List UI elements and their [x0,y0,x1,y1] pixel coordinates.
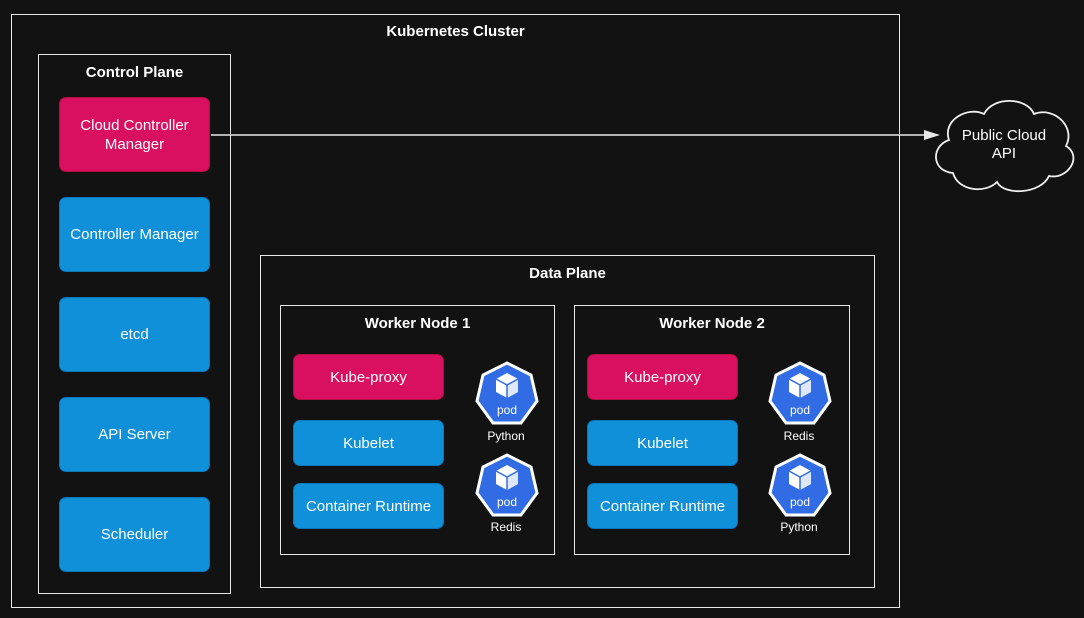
pod-label-python: Python [487,429,525,443]
arrow-head [924,130,940,140]
data-plane-frame: Data Plane [260,255,875,588]
kubernetes-cluster-title: Kubernetes Cluster [386,23,525,40]
worker-node-1-container-runtime-box[interactable]: Container Runtime [293,483,444,529]
pod-icon[interactable]: pod [768,453,832,523]
api-server-box[interactable]: API Server [59,397,210,472]
pod-label-python: Python [780,520,818,534]
pod-label-redis: Redis [783,429,815,443]
pod-icon-text: pod [497,495,517,509]
pod-icon[interactable]: pod [475,453,539,523]
worker-node-2-title: Worker Node 2 [659,315,765,332]
control-plane-title: Control Plane [85,64,184,81]
pod-icon[interactable]: pod [475,361,539,431]
cloud-shape [935,100,1075,193]
worker-node-1-kubelet-box[interactable]: Kubelet [293,420,444,466]
pod-icon-text: pod [497,403,517,417]
worker-node-2-kubelet-box[interactable]: Kubelet [587,420,738,466]
scheduler-box[interactable]: Scheduler [59,497,210,572]
pod-icon-text: pod [790,403,810,417]
controller-manager-box[interactable]: Controller Manager [59,197,210,272]
worker-node-2-frame: Worker Node 2 [574,305,850,555]
pod-label-redis: Redis [490,520,522,534]
kubernetes-cluster-frame: Kubernetes Cluster [11,14,900,608]
pod-icon-text: pod [790,495,810,509]
public-cloud-api-label[interactable]: Public Cloud API [961,127,1047,162]
data-plane-title: Data Plane [529,265,606,282]
worker-node-1-kube-proxy-box[interactable]: Kube-proxy [293,354,444,400]
control-plane-frame: Control Plane [38,54,231,594]
worker-node-1-title: Worker Node 1 [364,315,471,332]
cloud-controller-manager-box[interactable]: Cloud Controller Manager [59,97,210,172]
etcd-box[interactable]: etcd [59,297,210,372]
worker-node-1-frame: Worker Node 1 [280,305,555,555]
worker-node-2-container-runtime-box[interactable]: Container Runtime [587,483,738,529]
pod-icon[interactable]: pod [768,361,832,431]
worker-node-2-kube-proxy-box[interactable]: Kube-proxy [587,354,738,400]
